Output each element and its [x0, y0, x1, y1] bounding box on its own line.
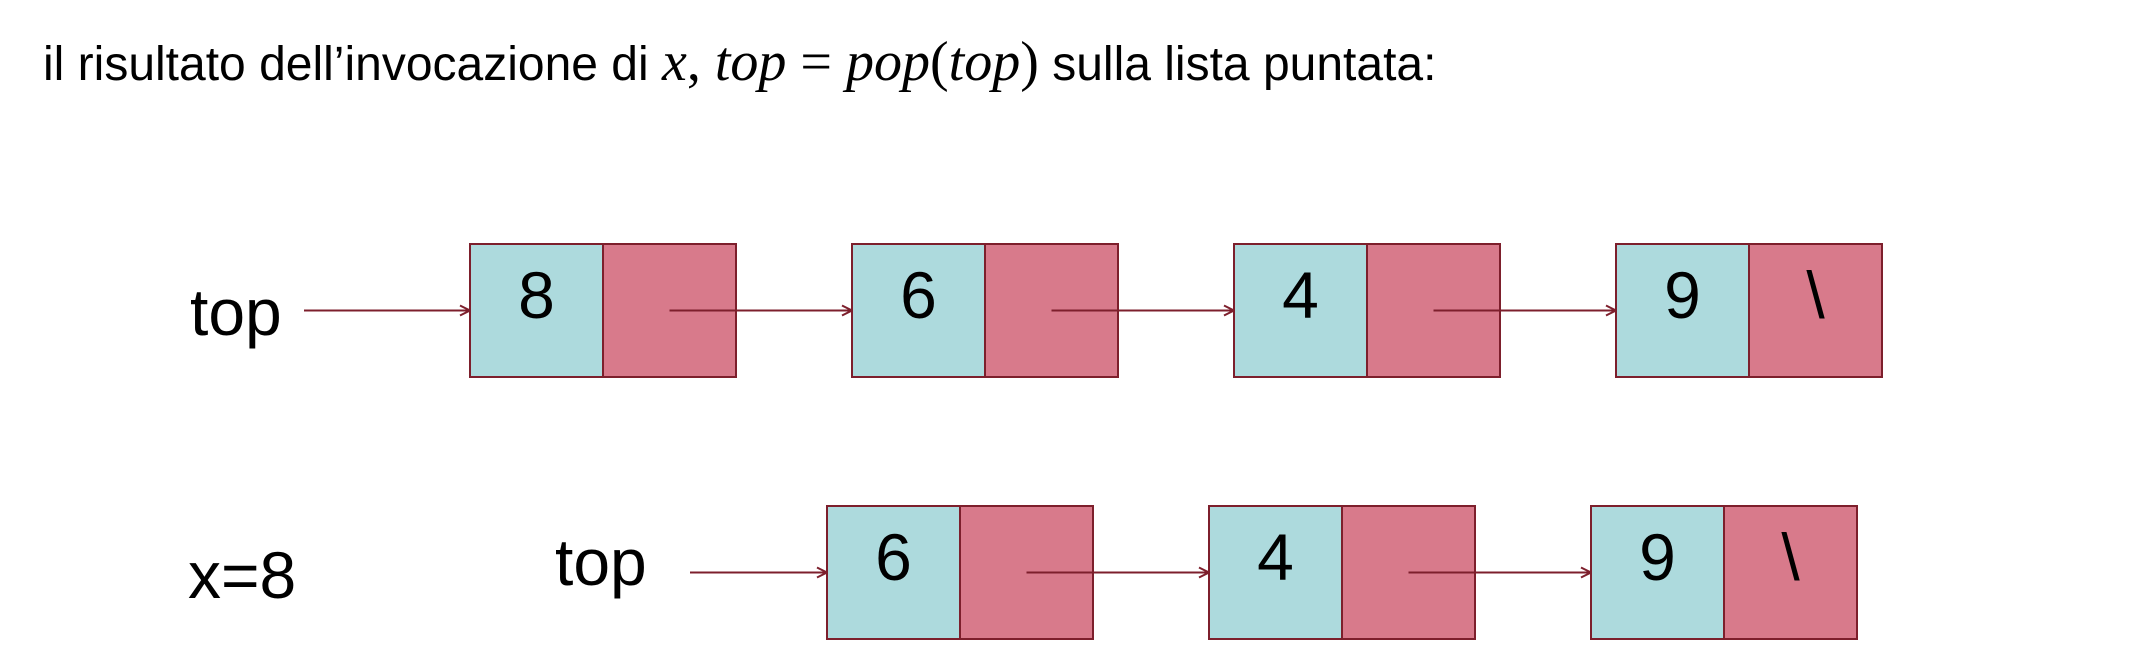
node-value-cell	[1233, 243, 1368, 378]
expr-pop: pop	[846, 31, 930, 93]
node-value: 9	[1639, 520, 1676, 594]
node-value: 4	[1282, 258, 1319, 332]
expr-comma: ,	[686, 31, 715, 93]
before-node: 6	[851, 243, 1234, 378]
expr-top: top	[714, 31, 787, 93]
expr-lparen: (	[930, 31, 949, 93]
before-node: 9\	[1615, 243, 1883, 378]
node-value-cell	[1590, 505, 1725, 640]
before-top-label: top	[190, 275, 282, 349]
page-title: il risultato dell’invocazione di x, top …	[43, 22, 1436, 105]
after-node: 9\	[1590, 505, 1858, 640]
node-value: 9	[1664, 258, 1701, 332]
expr-equals: =	[786, 31, 846, 93]
before-node: 4	[1233, 243, 1616, 378]
node-value-cell	[851, 243, 986, 378]
title-expression: x, top = pop(top)	[662, 31, 1039, 93]
result-x-label: x=8	[188, 538, 296, 612]
node-value: 6	[900, 258, 937, 332]
node-value-cell	[826, 505, 961, 640]
expr-rparen: )	[1020, 31, 1039, 93]
before-node: 8	[469, 243, 852, 378]
node-value-cell	[1615, 243, 1750, 378]
expr-x: x	[661, 31, 687, 93]
node-value: 8	[518, 258, 555, 332]
node-next-cell	[1723, 505, 1858, 640]
title-suffix: sulla lista puntata:	[1038, 38, 1437, 91]
expr-arg: top	[948, 31, 1021, 93]
title-prefix: il risultato dell’invocazione di	[43, 38, 662, 91]
node-value-cell	[1208, 505, 1343, 640]
node-null-marker: \	[1806, 258, 1825, 332]
after-node: 4	[1208, 505, 1591, 640]
node-value: 4	[1257, 520, 1294, 594]
node-value: 6	[875, 520, 912, 594]
after-node: 6	[826, 505, 1209, 640]
node-null-marker: \	[1781, 520, 1800, 594]
after-top-label: top	[555, 525, 647, 599]
node-next-cell	[1748, 243, 1883, 378]
